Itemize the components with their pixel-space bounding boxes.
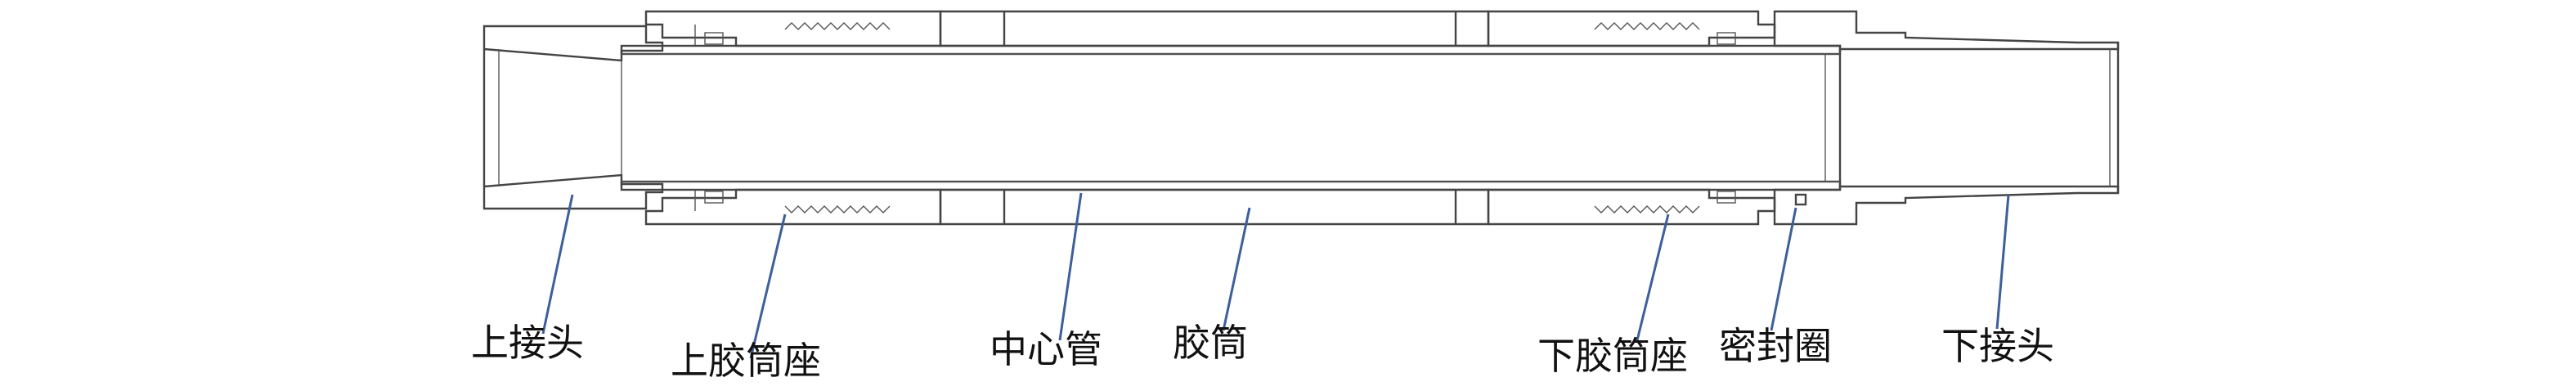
lower-sub-part	[1773, 10, 2120, 226]
leader-seal-ring	[1770, 207, 1797, 331]
label-mandrel: 中心管	[990, 327, 1102, 371]
rubber-sleeve-part	[939, 10, 1490, 226]
lower-rubber-seat-part	[1487, 10, 1776, 226]
leader-lower-rubber-seat	[1636, 213, 1670, 341]
label-seal-ring: 密封圈	[1719, 324, 1832, 368]
label-lower-sub: 下接头	[1941, 324, 2054, 368]
label-rubber-sleeve: 胶筒	[1173, 321, 1248, 365]
leader-lower-sub	[1995, 194, 2010, 330]
label-upper-sub: 上接头	[471, 321, 584, 365]
leader-upper-rubber-seat	[749, 213, 787, 359]
label-upper-rubber-seat: 上胶筒座	[671, 339, 821, 383]
upper-rubber-seat-part	[644, 10, 942, 226]
leader-rubber-sleeve	[1222, 207, 1251, 331]
leader-mandrel	[1058, 192, 1083, 341]
mandrel-part	[620, 44, 1842, 191]
upper-sub-part	[482, 25, 664, 210]
label-lower-rubber-seat: 下胶筒座	[1537, 334, 1688, 378]
leader-upper-sub	[541, 194, 574, 335]
